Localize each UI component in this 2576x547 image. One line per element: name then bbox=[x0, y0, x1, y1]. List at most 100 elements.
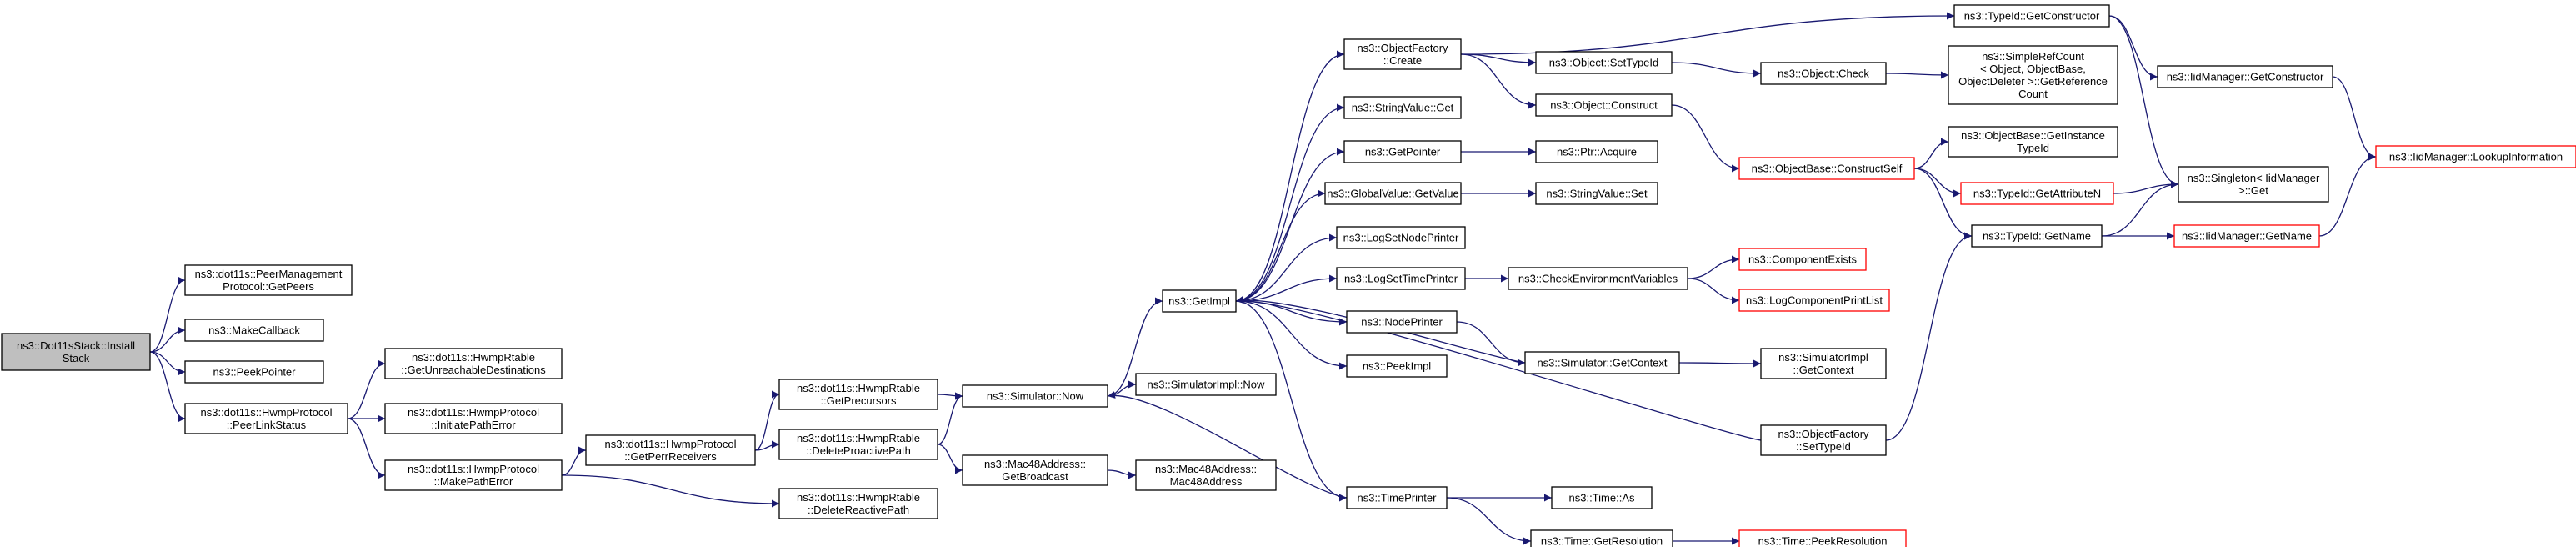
node-label: ns3::Simulator::Now bbox=[987, 390, 1084, 403]
node-logSetTime[interactable]: ns3::LogSetTimePrinter bbox=[1336, 267, 1466, 290]
node-timeAs[interactable]: ns3::Time::As bbox=[1551, 486, 1653, 509]
node-mac48Ctor[interactable]: ns3::Mac48Address::Mac48Address bbox=[1135, 459, 1277, 491]
node-getPerrRecv[interactable]: ns3::dot11s::HwmpProtocol::GetPerrReceiv… bbox=[585, 434, 756, 466]
node-checkEnv[interactable]: ns3::CheckEnvironmentVariables bbox=[1508, 267, 1688, 290]
node-objBaseConstructSelf[interactable]: ns3::ObjectBase::ConstructSelf bbox=[1738, 157, 1915, 180]
node-objFactoryCreate[interactable]: ns3::ObjectFactory::Create bbox=[1343, 38, 1462, 70]
node-iidMgrGetName[interactable]: ns3::IidManager::GetName bbox=[2173, 224, 2320, 248]
node-peerMgmt[interactable]: ns3::dot11s::PeerManagementProtocol::Get… bbox=[184, 264, 353, 296]
node-label: ns3::PeekImpl bbox=[1363, 360, 1431, 373]
node-simNow[interactable]: ns3::Simulator::Now bbox=[962, 384, 1108, 408]
node-label: ns3::Dot11sStack::Install bbox=[17, 339, 135, 352]
node-box bbox=[1551, 486, 1653, 509]
node-label: ns3::PeekPointer bbox=[213, 366, 296, 379]
node-typeIdGetAttr[interactable]: ns3::TypeId::GetAttributeN bbox=[1960, 182, 2114, 205]
node-box bbox=[184, 264, 353, 296]
node-makePathErr[interactable]: ns3::dot11s::HwmpProtocol::MakePathError bbox=[384, 459, 563, 491]
node-peerLinkStatus[interactable]: ns3::dot11s::HwmpProtocol::PeerLinkStatu… bbox=[184, 403, 348, 434]
node-getPointer[interactable]: ns3::GetPointer bbox=[1343, 140, 1462, 163]
node-initPathErr[interactable]: ns3::dot11s::HwmpProtocol::InitiatePathE… bbox=[384, 403, 563, 434]
node-objCheck[interactable]: ns3::Object::Check bbox=[1760, 62, 1887, 85]
node-typeIdGetCtor[interactable]: ns3::TypeId::GetConstructor bbox=[1953, 4, 2110, 28]
node-mac48Bcast[interactable]: ns3::Mac48Address::GetBroadcast bbox=[962, 454, 1108, 486]
node-delProactive[interactable]: ns3::dot11s::HwmpRtable::DeleteProactive… bbox=[778, 429, 938, 460]
node-peekPointer[interactable]: ns3::PeekPointer bbox=[184, 360, 324, 384]
node-box bbox=[778, 488, 938, 519]
node-label: ns3::Ptr::Acquire bbox=[1557, 146, 1637, 158]
node-simImplNow[interactable]: ns3::SimulatorImpl::Now bbox=[1135, 373, 1277, 396]
node-peekImpl[interactable]: ns3::PeekImpl bbox=[1346, 354, 1448, 378]
node-timePeekRes[interactable]: ns3::Time::PeekResolution bbox=[1738, 529, 1907, 547]
node-iidMgrLookup[interactable]: ns3::IidManager::LookupInformation bbox=[2375, 145, 2576, 168]
edge-typeIdGetAttr-to-singletonGet bbox=[2113, 180, 2179, 194]
node-objFactorySetTypeId[interactable]: ns3::ObjectFactory::SetTypeId bbox=[1760, 424, 1887, 456]
node-box bbox=[585, 434, 756, 466]
edge-iidMgrGetName-to-iidMgrLookup bbox=[2318, 153, 2377, 237]
edge-checkEnv-to-componentExists bbox=[1687, 255, 1740, 279]
node-box bbox=[1960, 182, 2114, 205]
node-typeIdGetName[interactable]: ns3::TypeId::GetName bbox=[1971, 224, 2103, 248]
node-ptrAcquire[interactable]: ns3::Ptr::Acquire bbox=[1535, 140, 1658, 163]
node-box bbox=[1346, 486, 1448, 509]
edge-typeIdGetCtor-to-singletonGet bbox=[2108, 15, 2179, 188]
node-timeGetRes[interactable]: ns3::Time::GetResolution bbox=[1530, 529, 1673, 547]
node-label: ns3::dot11s::HwmpProtocol bbox=[605, 438, 737, 450]
node-simpleRefCount[interactable]: ns3::SimpleRefCount< Object, ObjectBase,… bbox=[1948, 45, 2118, 105]
node-box bbox=[1535, 182, 1658, 205]
edge-mac48Bcast-to-mac48Ctor bbox=[1107, 469, 1137, 479]
node-nodePrinter[interactable]: ns3::NodePrinter bbox=[1346, 310, 1458, 334]
node-componentExists[interactable]: ns3::ComponentExists bbox=[1738, 248, 1867, 271]
node-box bbox=[1971, 224, 2103, 248]
edge-delProactive-to-simNow bbox=[937, 392, 963, 445]
edge-iidMgrGetCtor-to-iidMgrLookup bbox=[2332, 76, 2377, 161]
node-globalValueGet[interactable]: ns3::GlobalValue::GetValue bbox=[1324, 182, 1462, 205]
node-getUnreach[interactable]: ns3::dot11s::HwmpRtable::GetUnreachableD… bbox=[384, 348, 563, 379]
node-label: ns3::SimpleRefCount bbox=[1982, 50, 2084, 63]
edge-getImpl-to-objFactoryCreate bbox=[1235, 50, 1345, 302]
node-simImplGetCtx[interactable]: ns3::SimulatorImpl::GetContext bbox=[1760, 348, 1887, 379]
node-box bbox=[962, 384, 1108, 408]
node-label: ns3::Time::PeekResolution bbox=[1758, 535, 1888, 547]
node-label: ns3::StringValue::Set bbox=[1546, 188, 1648, 200]
node-box bbox=[1346, 354, 1448, 378]
node-singletonGet[interactable]: ns3::Singleton< IidManager >::Get bbox=[2178, 166, 2329, 203]
node-label: ::InitiatePathError bbox=[431, 419, 516, 431]
node-delReactive[interactable]: ns3::dot11s::HwmpRtable::DeleteReactiveP… bbox=[778, 488, 938, 519]
edge-objFactoryCreate-to-objConstruct bbox=[1460, 53, 1537, 109]
node-timePrinter[interactable]: ns3::TimePrinter bbox=[1346, 486, 1448, 509]
edge-objSetTypeId-to-objCheck bbox=[1671, 62, 1762, 78]
node-getImpl[interactable]: ns3::GetImpl bbox=[1162, 289, 1237, 313]
node-strValueGet[interactable]: ns3::StringValue::Get bbox=[1343, 96, 1462, 119]
edge-simGetContext-to-simImplGetCtx bbox=[1678, 359, 1762, 368]
edge-getImpl-to-strValueGet bbox=[1235, 103, 1345, 302]
edge-objConstruct-to-objBaseConstructSelf bbox=[1671, 104, 1740, 173]
node-box bbox=[1948, 126, 2118, 158]
node-label: ns3::Object::SetTypeId bbox=[1549, 57, 1659, 69]
node-label: >::Get bbox=[2238, 184, 2268, 197]
edge-objBaseConstructSelf-to-typeIdGetName bbox=[1913, 168, 1973, 240]
edge-objFactorySetTypeId-to-getImpl bbox=[1235, 296, 1762, 441]
node-objSetTypeId[interactable]: ns3::Object::SetTypeId bbox=[1535, 51, 1673, 74]
node-box bbox=[1336, 226, 1466, 249]
node-makeCallback[interactable]: ns3::MakeCallback bbox=[184, 319, 324, 342]
edge-objFactoryCreate-to-objSetTypeId bbox=[1460, 53, 1537, 67]
node-strValueSet[interactable]: ns3::StringValue::Set bbox=[1535, 182, 1658, 205]
node-logCompPrint[interactable]: ns3::LogComponentPrintList bbox=[1738, 289, 1890, 312]
node-simGetContext[interactable]: ns3::Simulator::GetContext bbox=[1524, 351, 1680, 374]
node-iidMgrGetCtor[interactable]: ns3::IidManager::GetConstructor bbox=[2157, 65, 2333, 88]
node-box bbox=[962, 454, 1108, 486]
node-box bbox=[1135, 459, 1277, 491]
edge-delProactive-to-mac48Bcast bbox=[937, 444, 963, 474]
node-label: ns3::ObjectBase::GetInstance bbox=[1961, 129, 2105, 142]
node-logSetNode[interactable]: ns3::LogSetNodePrinter bbox=[1336, 226, 1466, 249]
node-label: ns3::ObjectFactory bbox=[1357, 42, 1448, 54]
node-label: ns3::LogSetTimePrinter bbox=[1344, 273, 1458, 285]
node-box bbox=[1508, 267, 1688, 290]
node-getPrecursors[interactable]: ns3::dot11s::HwmpRtable::GetPrecursors bbox=[778, 379, 938, 410]
node-box bbox=[778, 379, 938, 410]
node-objConstruct[interactable]: ns3::Object::Construct bbox=[1535, 93, 1673, 117]
edge-checkEnv-to-logCompPrint bbox=[1687, 278, 1740, 304]
node-label: ::SetTypeId bbox=[1796, 440, 1851, 453]
